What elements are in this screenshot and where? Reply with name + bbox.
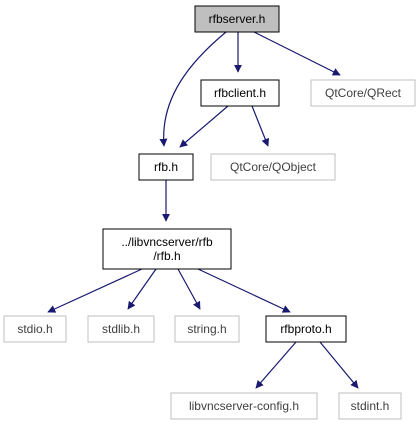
node-label: rfbclient.h bbox=[214, 86, 266, 100]
node-label: string.h bbox=[187, 322, 226, 336]
node-box bbox=[170, 392, 318, 420]
node-label: rfbproto.h bbox=[280, 322, 331, 336]
node-libvnccfg: libvncserver-config.h bbox=[170, 392, 318, 420]
edge-rfbclient-to-rfb bbox=[179, 105, 229, 148]
node-rfbclient[interactable]: rfbclient.h bbox=[200, 79, 280, 107]
node-box bbox=[210, 153, 336, 181]
node-label: QtCore/QRect bbox=[325, 86, 402, 100]
node-stdio: stdio.h bbox=[3, 315, 67, 343]
node-box bbox=[200, 79, 280, 107]
node-libvnc_rfb[interactable]: ../libvncserver/rfb/rfb.h bbox=[102, 228, 232, 270]
node-string: string.h bbox=[174, 315, 240, 343]
node-label: stdio.h bbox=[17, 322, 52, 336]
node-label: stdint.h bbox=[351, 399, 390, 413]
node-label: QtCore/QObject bbox=[230, 160, 317, 174]
node-rfbproto[interactable]: rfbproto.h bbox=[265, 315, 347, 343]
node-rfb[interactable]: rfb.h bbox=[138, 153, 194, 181]
node-box bbox=[194, 5, 280, 33]
edge-libvnc_rfb-to-stdio bbox=[47, 268, 143, 313]
node-stdint: stdint.h bbox=[338, 392, 402, 420]
node-box bbox=[87, 315, 155, 343]
node-box bbox=[138, 153, 194, 181]
node-stdlib: stdlib.h bbox=[87, 315, 155, 343]
node-box bbox=[265, 315, 347, 343]
node-label: ../libvncserver/rfb bbox=[121, 235, 213, 249]
edge-libvnc_rfb-to-string bbox=[177, 268, 201, 310]
node-box bbox=[310, 79, 416, 107]
edge-libvnc_rfb-to-rfbproto bbox=[197, 268, 291, 313]
edge-libvnc_rfb-to-stdlib bbox=[127, 268, 157, 310]
edges-layer bbox=[47, 31, 359, 389]
node-label: /rfb.h bbox=[153, 249, 180, 263]
node-box bbox=[174, 315, 240, 343]
node-label: rfbserver.h bbox=[209, 12, 266, 26]
nodes-layer: rfbserver.h rfbclient.h QtCore/QRect rfb.h Q… bbox=[3, 5, 416, 420]
node-box bbox=[338, 392, 402, 420]
edge-rfbserver-to-rfb bbox=[159, 31, 227, 147]
node-rfbserver[interactable]: rfbserver.h bbox=[194, 5, 280, 33]
node-box bbox=[3, 315, 67, 343]
edge-rfbserver-to-qrect bbox=[253, 31, 341, 76]
edge-rfbproto-to-stdint bbox=[319, 341, 359, 389]
edge-rfbproto-to-libvnccfg bbox=[255, 341, 297, 389]
node-qrect: QtCore/QRect bbox=[310, 79, 416, 107]
edge-rfbclient-to-qobject bbox=[251, 105, 270, 147]
node-label: libvncserver-config.h bbox=[189, 399, 299, 413]
node-box bbox=[102, 228, 232, 270]
node-label: stdlib.h bbox=[102, 322, 140, 336]
node-label: rfb.h bbox=[154, 160, 178, 174]
node-qobject: QtCore/QObject bbox=[210, 153, 336, 181]
